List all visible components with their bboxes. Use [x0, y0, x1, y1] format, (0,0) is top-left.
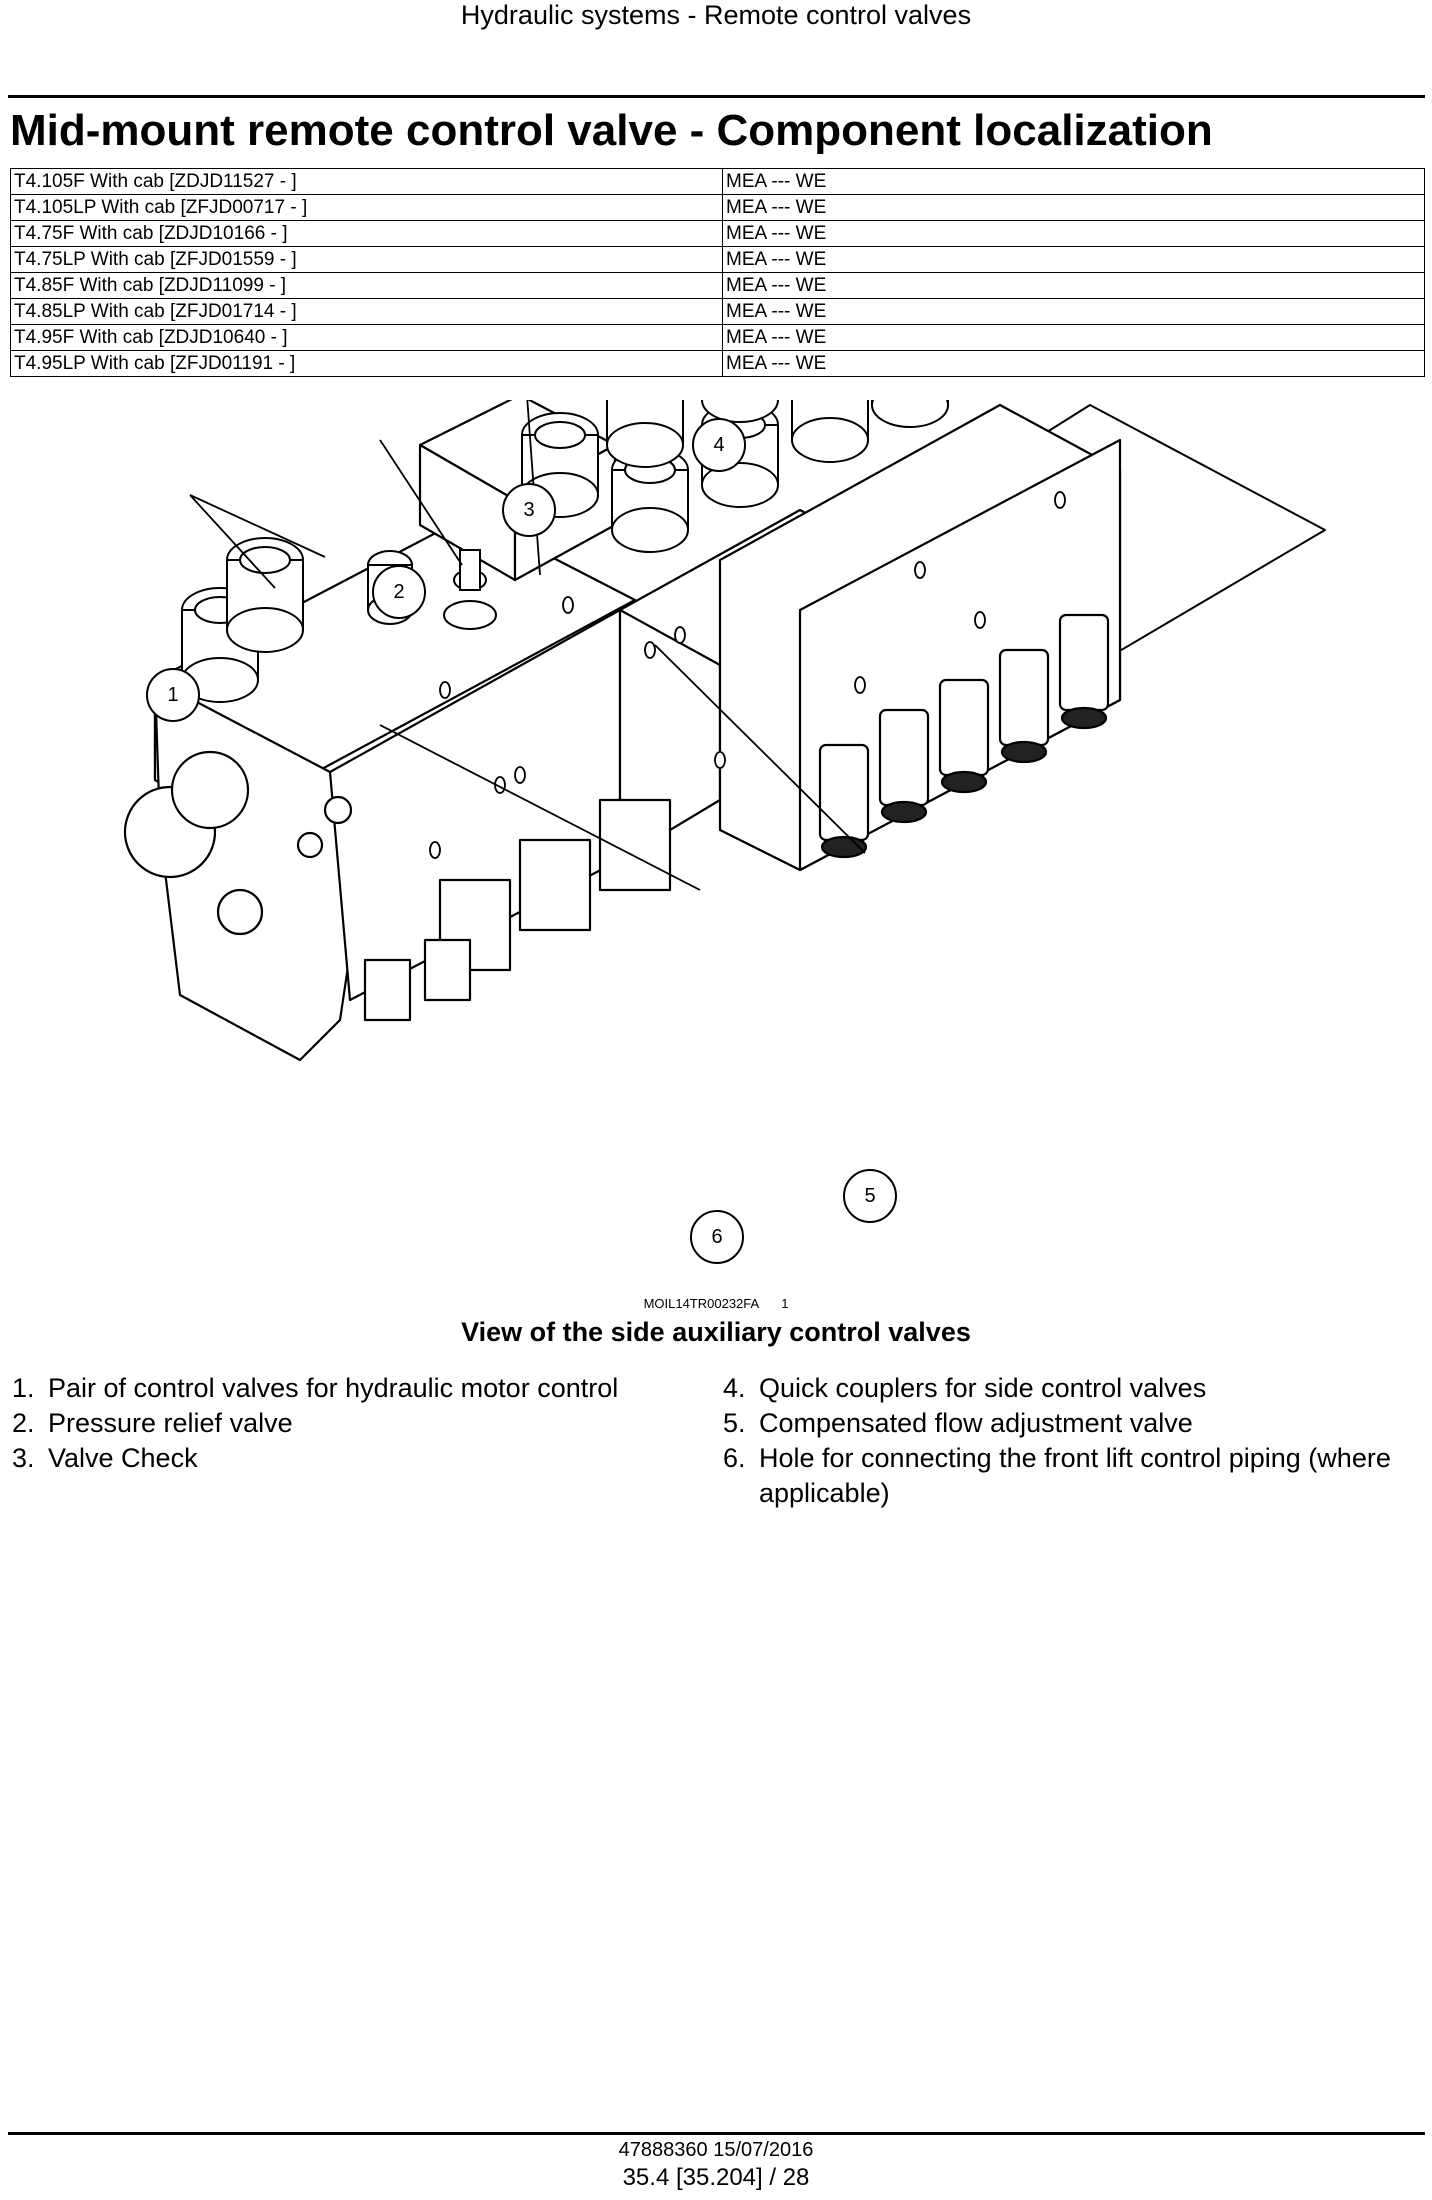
figure-caption: View of the side auxiliary control valve… — [461, 1317, 971, 1347]
model-applicability-table: T4.105F With cab [ZDJD11527 - ]MEA --- W… — [10, 168, 1425, 377]
callout-1: 1 — [146, 668, 200, 722]
model-row: T4.75F With cab [ZDJD10166 - ]MEA --- WE — [10, 220, 1425, 247]
callout-5: 5 — [843, 1169, 897, 1223]
figure-number: 1 — [781, 1296, 789, 1311]
model-row: T4.75LP With cab [ZFJD01559 - ]MEA --- W… — [10, 246, 1425, 273]
model-cell: T4.85F With cab [ZDJD11099 - ] — [10, 272, 723, 299]
region-cell: MEA --- WE — [722, 324, 1425, 351]
region-cell: MEA --- WE — [722, 298, 1425, 325]
model-row: T4.95LP With cab [ZFJD01191 - ]MEA --- W… — [10, 350, 1425, 377]
model-row: T4.105LP With cab [ZFJD00717 - ]MEA --- … — [10, 194, 1425, 221]
region-cell: MEA --- WE — [722, 350, 1425, 377]
footer-document-id: 47888360 15/07/2016 — [618, 2139, 814, 2161]
solenoid-coils — [818, 613, 1110, 859]
region-cell: MEA --- WE — [722, 168, 1425, 195]
region-cell: MEA --- WE — [722, 194, 1425, 221]
figure-code: MOIL14TR00232FA — [643, 1296, 760, 1311]
model-cell: T4.75LP With cab [ZFJD01559 - ] — [10, 246, 723, 273]
model-row: T4.85F With cab [ZDJD11099 - ]MEA --- WE — [10, 272, 1425, 299]
page-title: Mid-mount remote control valve - Compone… — [10, 106, 1213, 155]
valve-illustration — [123, 400, 1326, 1062]
region-cell: MEA --- WE — [722, 272, 1425, 299]
legend-item: 2.Pressure relief valve — [12, 1408, 293, 1438]
model-cell: T4.85LP With cab [ZFJD01714 - ] — [10, 298, 723, 325]
legend-item: 3.Valve Check — [12, 1443, 198, 1473]
model-cell: T4.105LP With cab [ZFJD00717 - ] — [10, 194, 723, 221]
region-cell: MEA --- WE — [722, 220, 1425, 247]
model-row: T4.95F With cab [ZDJD10640 - ]MEA --- WE — [10, 324, 1425, 351]
callout-4: 4 — [692, 418, 746, 472]
running-header: Hydraulic systems - Remote control valve… — [460, 0, 972, 30]
model-cell: T4.105F With cab [ZDJD11527 - ] — [10, 168, 723, 195]
header-rule — [8, 95, 1425, 98]
callout-3: 3 — [502, 483, 556, 537]
footer-rule — [8, 2132, 1425, 2135]
legend-item: 5.Compensated flow adjustment valve — [723, 1408, 1193, 1438]
callout-2: 2 — [372, 565, 426, 619]
legend-item: 4.Quick couplers for side control valves — [723, 1373, 1207, 1403]
model-cell: T4.75F With cab [ZDJD10166 - ] — [10, 220, 723, 247]
model-cell: T4.95F With cab [ZDJD10640 - ] — [10, 324, 723, 351]
region-cell: MEA --- WE — [722, 246, 1425, 273]
legend-right-column: 4.Quick couplers for side control valves… — [723, 1371, 1427, 1511]
model-row: T4.85LP With cab [ZFJD01714 - ]MEA --- W… — [10, 298, 1425, 325]
callout-6: 6 — [690, 1210, 744, 1264]
legend-item: 6.Hole for connecting the front lift con… — [723, 1443, 1391, 1508]
footer-page-number: 35.4 [35.204] / 28 — [622, 2164, 810, 2191]
model-cell: T4.95LP With cab [ZFJD01191 - ] — [10, 350, 723, 377]
lower-connectors — [363, 798, 672, 1022]
model-row: T4.105F With cab [ZDJD11527 - ]MEA --- W… — [10, 168, 1425, 195]
legend-left-column: 1.Pair of control valves for hydraulic m… — [12, 1371, 712, 1476]
legend-item: 1.Pair of control valves for hydraulic m… — [12, 1373, 619, 1403]
figure-code-line: MOIL14TR00232FA 1 — [0, 1296, 1432, 1311]
